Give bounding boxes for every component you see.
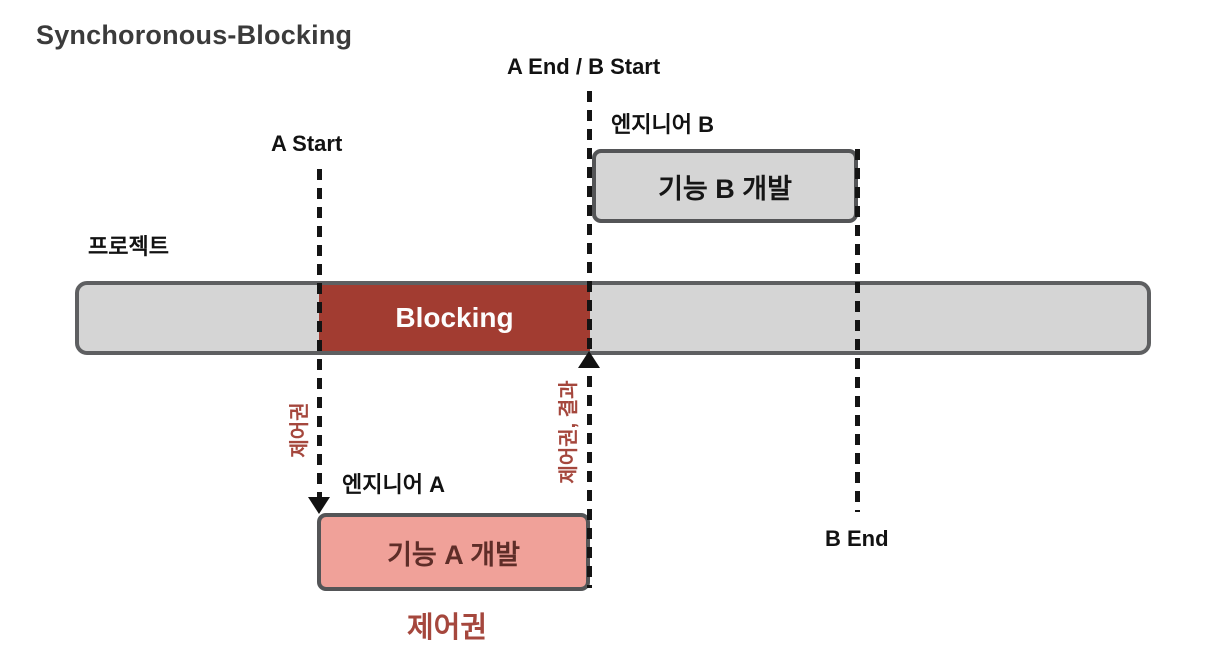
- project-label: 프로젝트: [88, 234, 169, 259]
- diagram-title: Synchoronous-Blocking: [36, 20, 353, 50]
- task-box-feature-b: 기능 B 개발: [592, 149, 858, 223]
- arrow-down-a-start-icon: [308, 497, 330, 514]
- project-bar: [75, 281, 1151, 355]
- blocking-label: Blocking: [395, 302, 514, 333]
- blocking-segment: Blocking: [319, 285, 590, 351]
- marker-b-end: B End: [825, 526, 889, 551]
- task-box-feature-a: 기능 A 개발: [317, 513, 590, 591]
- task-box-feature-b-label: 기능 B 개발: [658, 173, 792, 204]
- marker-a-end-b-start: A End / B Start: [507, 54, 661, 79]
- control-label-left-vertical: 제어권: [288, 402, 311, 458]
- control-result-label-right-vertical: 제어권, 결과: [557, 380, 580, 484]
- marker-a-start: A Start: [271, 131, 343, 156]
- dashed-line-b-end: [855, 149, 860, 512]
- arrow-up-result-icon: [578, 351, 600, 368]
- task-box-feature-a-label: 기능 A 개발: [387, 539, 520, 570]
- dashed-line-a-end-b-start: [587, 91, 592, 588]
- engineer-b-label: 엔지니어 B: [611, 112, 714, 137]
- control-label-bottom: 제어권: [407, 612, 488, 644]
- engineer-a-label: 엔지니어 A: [342, 472, 445, 497]
- dashed-line-a-start: [317, 169, 322, 497]
